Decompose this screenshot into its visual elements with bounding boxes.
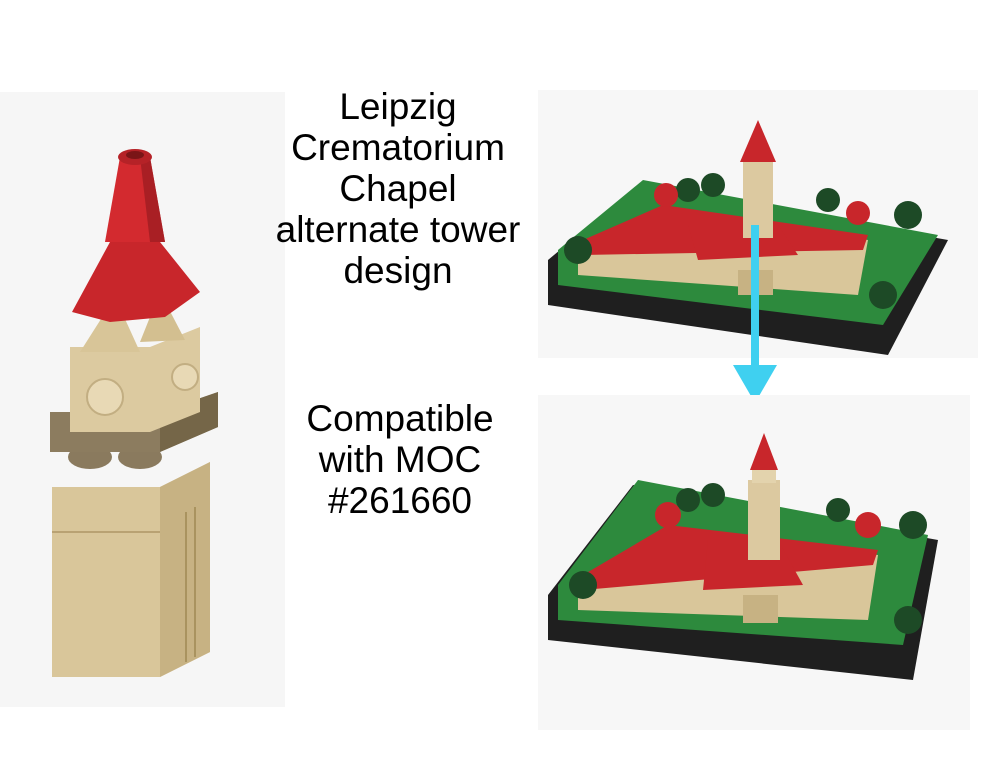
tower-render xyxy=(50,149,218,677)
title-caption: Leipzig Crematorium Chapel alternate tow… xyxy=(275,86,521,291)
compatibility-caption: Compatible with MOC #261660 xyxy=(306,398,494,521)
tower-roof xyxy=(72,242,200,322)
modified-model-panel xyxy=(538,395,970,730)
arrow-down-icon xyxy=(733,225,777,403)
modified-model-render xyxy=(548,433,938,680)
original-model-render xyxy=(548,120,948,355)
tower-render-panel xyxy=(0,92,285,707)
original-model-panel xyxy=(538,90,978,358)
